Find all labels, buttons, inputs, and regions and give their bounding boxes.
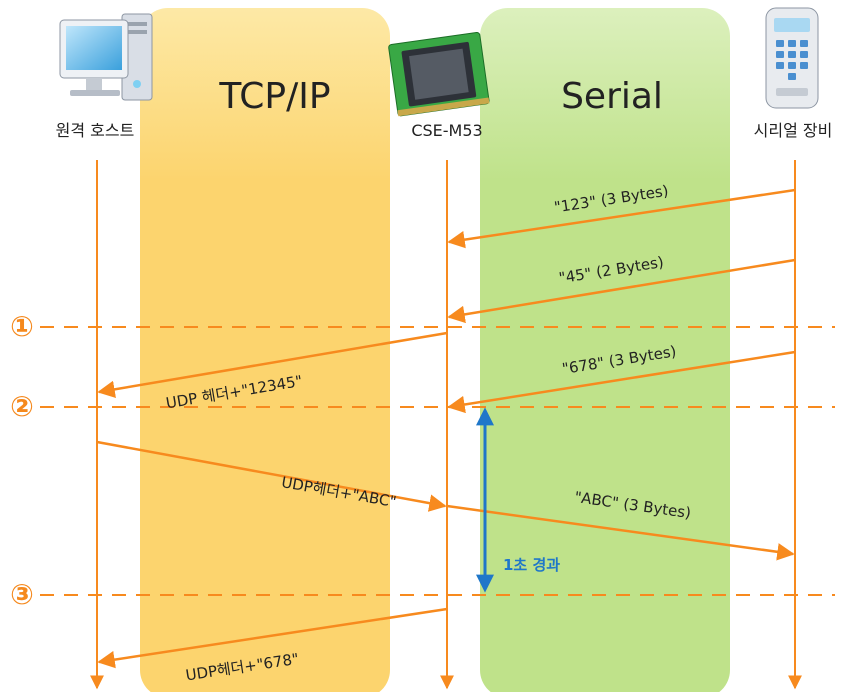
computer-icon: [59, 13, 153, 101]
serial-zone: [480, 8, 730, 692]
serial-zone-label: Serial: [561, 76, 663, 117]
tcp-zone: [140, 8, 390, 692]
arrow-msg-45: [447, 258, 796, 324]
marker-1: ①: [10, 310, 34, 343]
device-label: CSE-M53: [411, 121, 482, 140]
arrow-msg-678: [447, 350, 796, 414]
marker-2: ②: [10, 390, 34, 423]
module-chip-icon: [388, 31, 490, 117]
tcp-zone-label: TCP/IP: [218, 76, 330, 117]
arrow-msg-udp-abc: [96, 440, 447, 512]
serial-device-label: 시리얼 장비: [754, 121, 833, 140]
arrow-msg-udp-12345: [97, 331, 448, 398]
arrow-msg-udp-678: [97, 607, 448, 669]
marker-3: ③: [10, 578, 34, 611]
arrow-msg-abc: [446, 504, 795, 561]
interval-label: 1초 경과: [503, 556, 560, 574]
arrow-msg-123: [447, 188, 796, 249]
keypad-device-icon: [765, 7, 819, 109]
remote-host-label: 원격 호스트: [56, 121, 135, 140]
